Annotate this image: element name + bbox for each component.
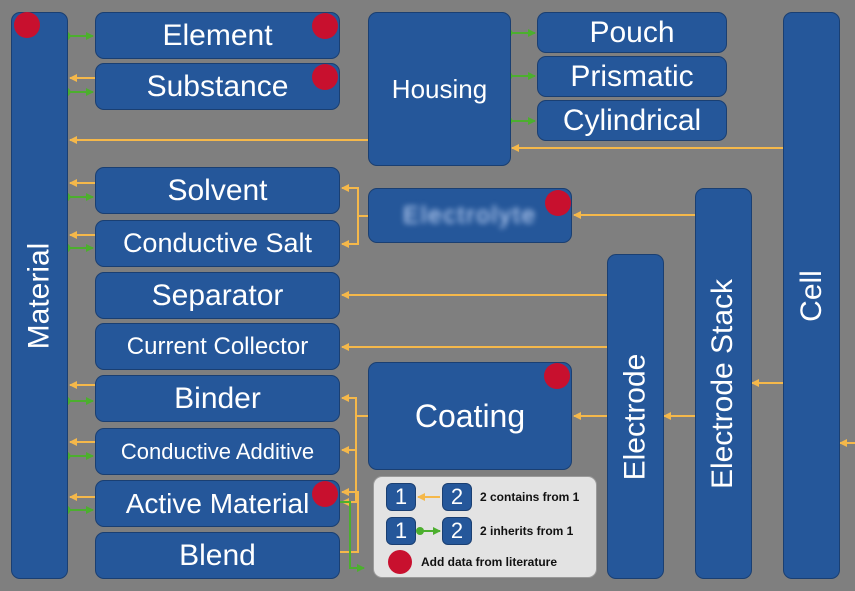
contains-arrow: [341, 184, 368, 217]
electrolyte-node: Electrolyte: [368, 188, 572, 243]
material-node: Material: [11, 12, 68, 579]
cylindrical-node: Cylindrical: [537, 100, 727, 141]
solvent-label: Solvent: [167, 173, 268, 207]
current-collector-label: Current Collector: [126, 332, 309, 360]
literature-dot: [312, 64, 338, 90]
substance-label: Substance: [146, 69, 289, 103]
literature-dot: [544, 363, 570, 389]
legend: 1 2 2 contains from 1 1 2 2 inherits fro…: [373, 476, 597, 578]
legend-arrows: [416, 493, 441, 535]
pouch-node: Pouch: [537, 12, 727, 53]
legend-box-1: 1: [386, 517, 416, 545]
blend-label: Blend: [179, 538, 256, 572]
cylindrical-label: Cylindrical: [562, 103, 702, 137]
element-label: Element: [162, 18, 273, 52]
substance-node: Substance: [95, 63, 340, 110]
active-material-label: Active Material: [125, 487, 310, 519]
element-node: Element: [95, 12, 340, 59]
conductive-additive-label: Conductive Additive: [120, 438, 315, 464]
legend-inherits-text: 2 inherits from 1: [480, 524, 574, 538]
electrode-node: Electrode: [607, 254, 664, 579]
literature-dot: [312, 13, 338, 39]
contains-arrow: [341, 398, 357, 454]
prismatic-node: Prismatic: [537, 56, 727, 97]
housing-node: Housing: [368, 12, 511, 166]
material-label: Material: [22, 242, 56, 349]
legend-contains-text: 2 contains from 1: [480, 490, 580, 504]
active-material-node: Active Material: [95, 480, 340, 527]
legend-box-2: 2: [442, 483, 472, 511]
cell-node: Cell: [783, 12, 840, 579]
coating-node: Coating: [368, 362, 572, 470]
electrode-stack-node: Electrode Stack: [695, 188, 752, 579]
housing-label: Housing: [391, 73, 488, 104]
electrolyte-label: Electrolyte: [402, 201, 538, 229]
legend-box-2: 2: [442, 517, 472, 545]
coating-label: Coating: [414, 397, 526, 434]
separator-label: Separator: [151, 278, 284, 312]
legend-literature-dot: [388, 550, 412, 574]
conductive-additive-node: Conductive Additive: [95, 428, 340, 475]
binder-label: Binder: [174, 381, 261, 415]
conductive-salt-label: Conductive Salt: [122, 228, 313, 258]
blend-node: Blend: [95, 532, 340, 579]
separator-node: Separator: [95, 272, 340, 319]
cell-label: Cell: [794, 269, 828, 322]
solvent-node: Solvent: [95, 167, 340, 214]
literature-dot: [312, 481, 338, 507]
current-collector-node: Current Collector: [95, 323, 340, 370]
inherits-arrow: [340, 501, 365, 572]
contains-arrow: [341, 450, 357, 506]
electrode-label: Electrode: [618, 353, 652, 480]
prismatic-label: Prismatic: [570, 59, 694, 93]
binder-node: Binder: [95, 375, 340, 422]
literature-dot: [14, 12, 40, 38]
literature-dot: [545, 190, 571, 216]
conductive-salt-node: Conductive Salt: [95, 220, 340, 267]
legend-box-1: 1: [386, 483, 416, 511]
legend-literature-text: Add data from literature: [421, 555, 558, 569]
electrode-stack-label: Electrode Stack: [706, 278, 740, 489]
pouch-label: Pouch: [589, 15, 675, 49]
contains-arrow: [341, 216, 359, 248]
